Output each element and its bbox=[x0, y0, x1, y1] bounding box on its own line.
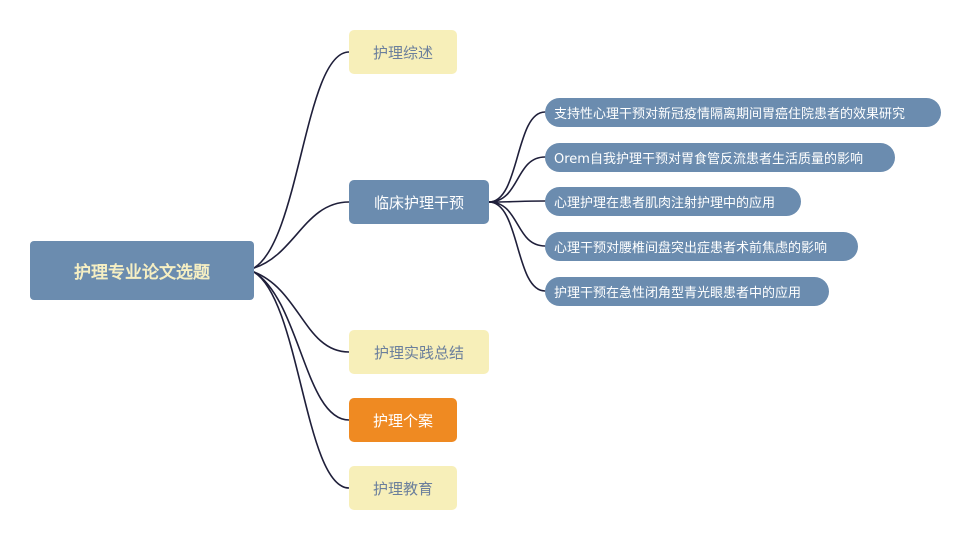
connector-root-branch-4 bbox=[253, 271, 350, 421]
connector-root-branch-2 bbox=[253, 201, 350, 269]
branch-nursing-education[interactable]: 护理教育 bbox=[349, 466, 457, 510]
connector-branch-leaf-4 bbox=[488, 201, 546, 247]
branch-nursing-review[interactable]: 护理综述 bbox=[349, 30, 457, 74]
leaf-topic-3[interactable]: 心理护理在患者肌肉注射护理中的应用 bbox=[545, 187, 801, 216]
connector-branch-leaf-2 bbox=[488, 156, 546, 203]
leaf-topic-4[interactable]: 心理干预对腰椎间盘突出症患者术前焦虑的影响 bbox=[545, 232, 858, 261]
branch-case-study[interactable]: 护理个案 bbox=[349, 398, 457, 442]
connector-branch-leaf-5 bbox=[488, 201, 546, 292]
connector-root-branch-3 bbox=[253, 271, 350, 353]
branch-practice-summary[interactable]: 护理实践总结 bbox=[349, 330, 489, 374]
connector-root-branch-5 bbox=[253, 271, 350, 489]
leaf-topic-5[interactable]: 护理干预在急性闭角型青光眼患者中的应用 bbox=[545, 277, 829, 306]
leaf-topic-2[interactable]: Orem自我护理干预对胃食管反流患者生活质量的影响 bbox=[545, 143, 895, 172]
connector-branch-leaf-1 bbox=[488, 111, 546, 203]
connector-root-branch-1 bbox=[253, 51, 350, 269]
branch-clinical-intervention[interactable]: 临床护理干预 bbox=[349, 180, 489, 224]
leaf-topic-1[interactable]: 支持性心理干预对新冠疫情隔离期间胃癌住院患者的效果研究 bbox=[545, 98, 941, 127]
root-topic[interactable]: 护理专业论文选题 bbox=[30, 241, 254, 300]
